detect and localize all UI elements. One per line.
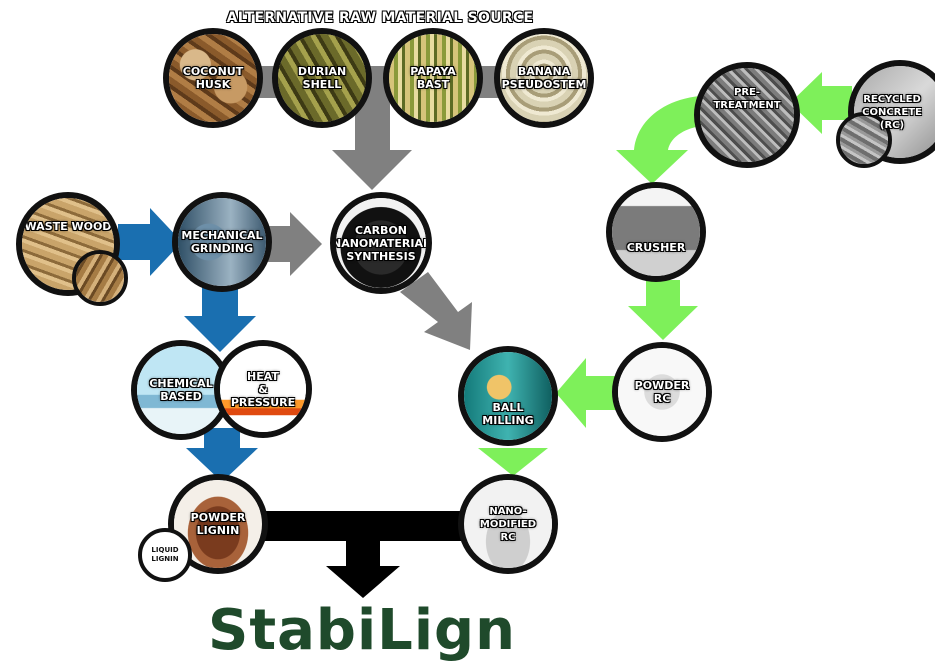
label-pre-treatment: PRE-TREATMENT xyxy=(713,87,781,111)
node-nano-modified-rc: NANO-MODIFIED RC xyxy=(458,474,558,574)
brand-title: StabiLign xyxy=(208,598,517,663)
label-banana-pseudostem: BANANA PSEUDOSTEM xyxy=(501,65,587,91)
node-chemical-based: CHEMICAL BASED xyxy=(131,340,231,440)
label-coconut-husk: COCONUT HUSK xyxy=(182,65,244,91)
label-liquid-lignin: LIQUID LIGNIN xyxy=(151,546,179,563)
label-crusher: CRUSHER xyxy=(626,240,686,254)
node-durian-shell: DURIAN SHELL xyxy=(272,28,372,128)
node-pre-treatment: PRE-TREATMENT xyxy=(694,62,800,168)
node-mechanical-grinding: MECHANICAL GRINDING xyxy=(172,192,272,292)
green-arrow-crusher-to-powderrc xyxy=(628,280,698,340)
label-recycled-concrete: RECYCLED CONCRETE (RC) xyxy=(862,93,922,131)
node-ball-milling: BALL MILLING xyxy=(458,346,558,446)
green-arrow-ballmilling-to-nano xyxy=(478,448,548,476)
blue-arrow-chemical-to-lignin xyxy=(186,428,258,482)
label-waste-wood: WASTE WOOD xyxy=(24,220,112,233)
gray-arrow-carbon-to-ballmilling xyxy=(400,272,472,350)
green-arrow-pretreatment-to-crusher xyxy=(616,96,702,184)
label-mechanical-grinding: MECHANICAL GRINDING xyxy=(181,229,263,255)
green-arrow-powderrc-to-ballmilling xyxy=(556,358,616,428)
label-powder-lignin: POWDER LIGNIN xyxy=(190,511,246,537)
source-title: ALTERNATIVE RAW MATERIAL SOURCE xyxy=(226,10,534,26)
label-carbon-nanomaterial-synthesis: CARBON NANOMATERIAL SYNTHESIS xyxy=(332,223,430,263)
blue-arrow-grinding-down xyxy=(184,286,256,352)
node-papaya-bast: PAPAYA BAST xyxy=(383,28,483,128)
label-durian-shell: DURIAN SHELL xyxy=(297,65,347,91)
node-banana-pseudostem: BANANA PSEUDOSTEM xyxy=(494,28,594,128)
green-arrow-rc-to-pretreatment xyxy=(790,72,852,134)
node-coconut-husk: COCONUT HUSK xyxy=(163,28,263,128)
gray-arrow-sources-to-carbon xyxy=(332,98,412,190)
label-papaya-bast: PAPAYA BAST xyxy=(410,65,456,91)
blue-arrow-wood-to-grinding xyxy=(118,208,182,276)
node-carbon-nanomaterial-synthesis: CARBON NANOMATERIAL SYNTHESIS xyxy=(330,192,432,294)
node-liquid-lignin: LIQUID LIGNIN xyxy=(138,528,192,582)
label-powder-rc: POWDER RC xyxy=(634,379,690,405)
gray-arrow-grinding-to-carbon xyxy=(268,212,322,276)
label-ball-milling: BALL MILLING xyxy=(482,401,534,427)
black-arrow-to-brand xyxy=(326,541,400,598)
node-heat-pressure: HEAT & PRESSURE xyxy=(214,340,312,438)
node-waste-wood-inset xyxy=(72,250,128,306)
label-nano-modified-rc: NANO-MODIFIED RC xyxy=(479,505,537,543)
node-recycled-concrete-inset xyxy=(836,112,892,168)
node-powder-rc: POWDER RC xyxy=(612,342,712,442)
label-chemical-based: CHEMICAL BASED xyxy=(149,377,213,403)
label-heat-pressure: HEAT & PRESSURE xyxy=(230,369,296,409)
node-crusher: CRUSHER xyxy=(606,182,706,282)
